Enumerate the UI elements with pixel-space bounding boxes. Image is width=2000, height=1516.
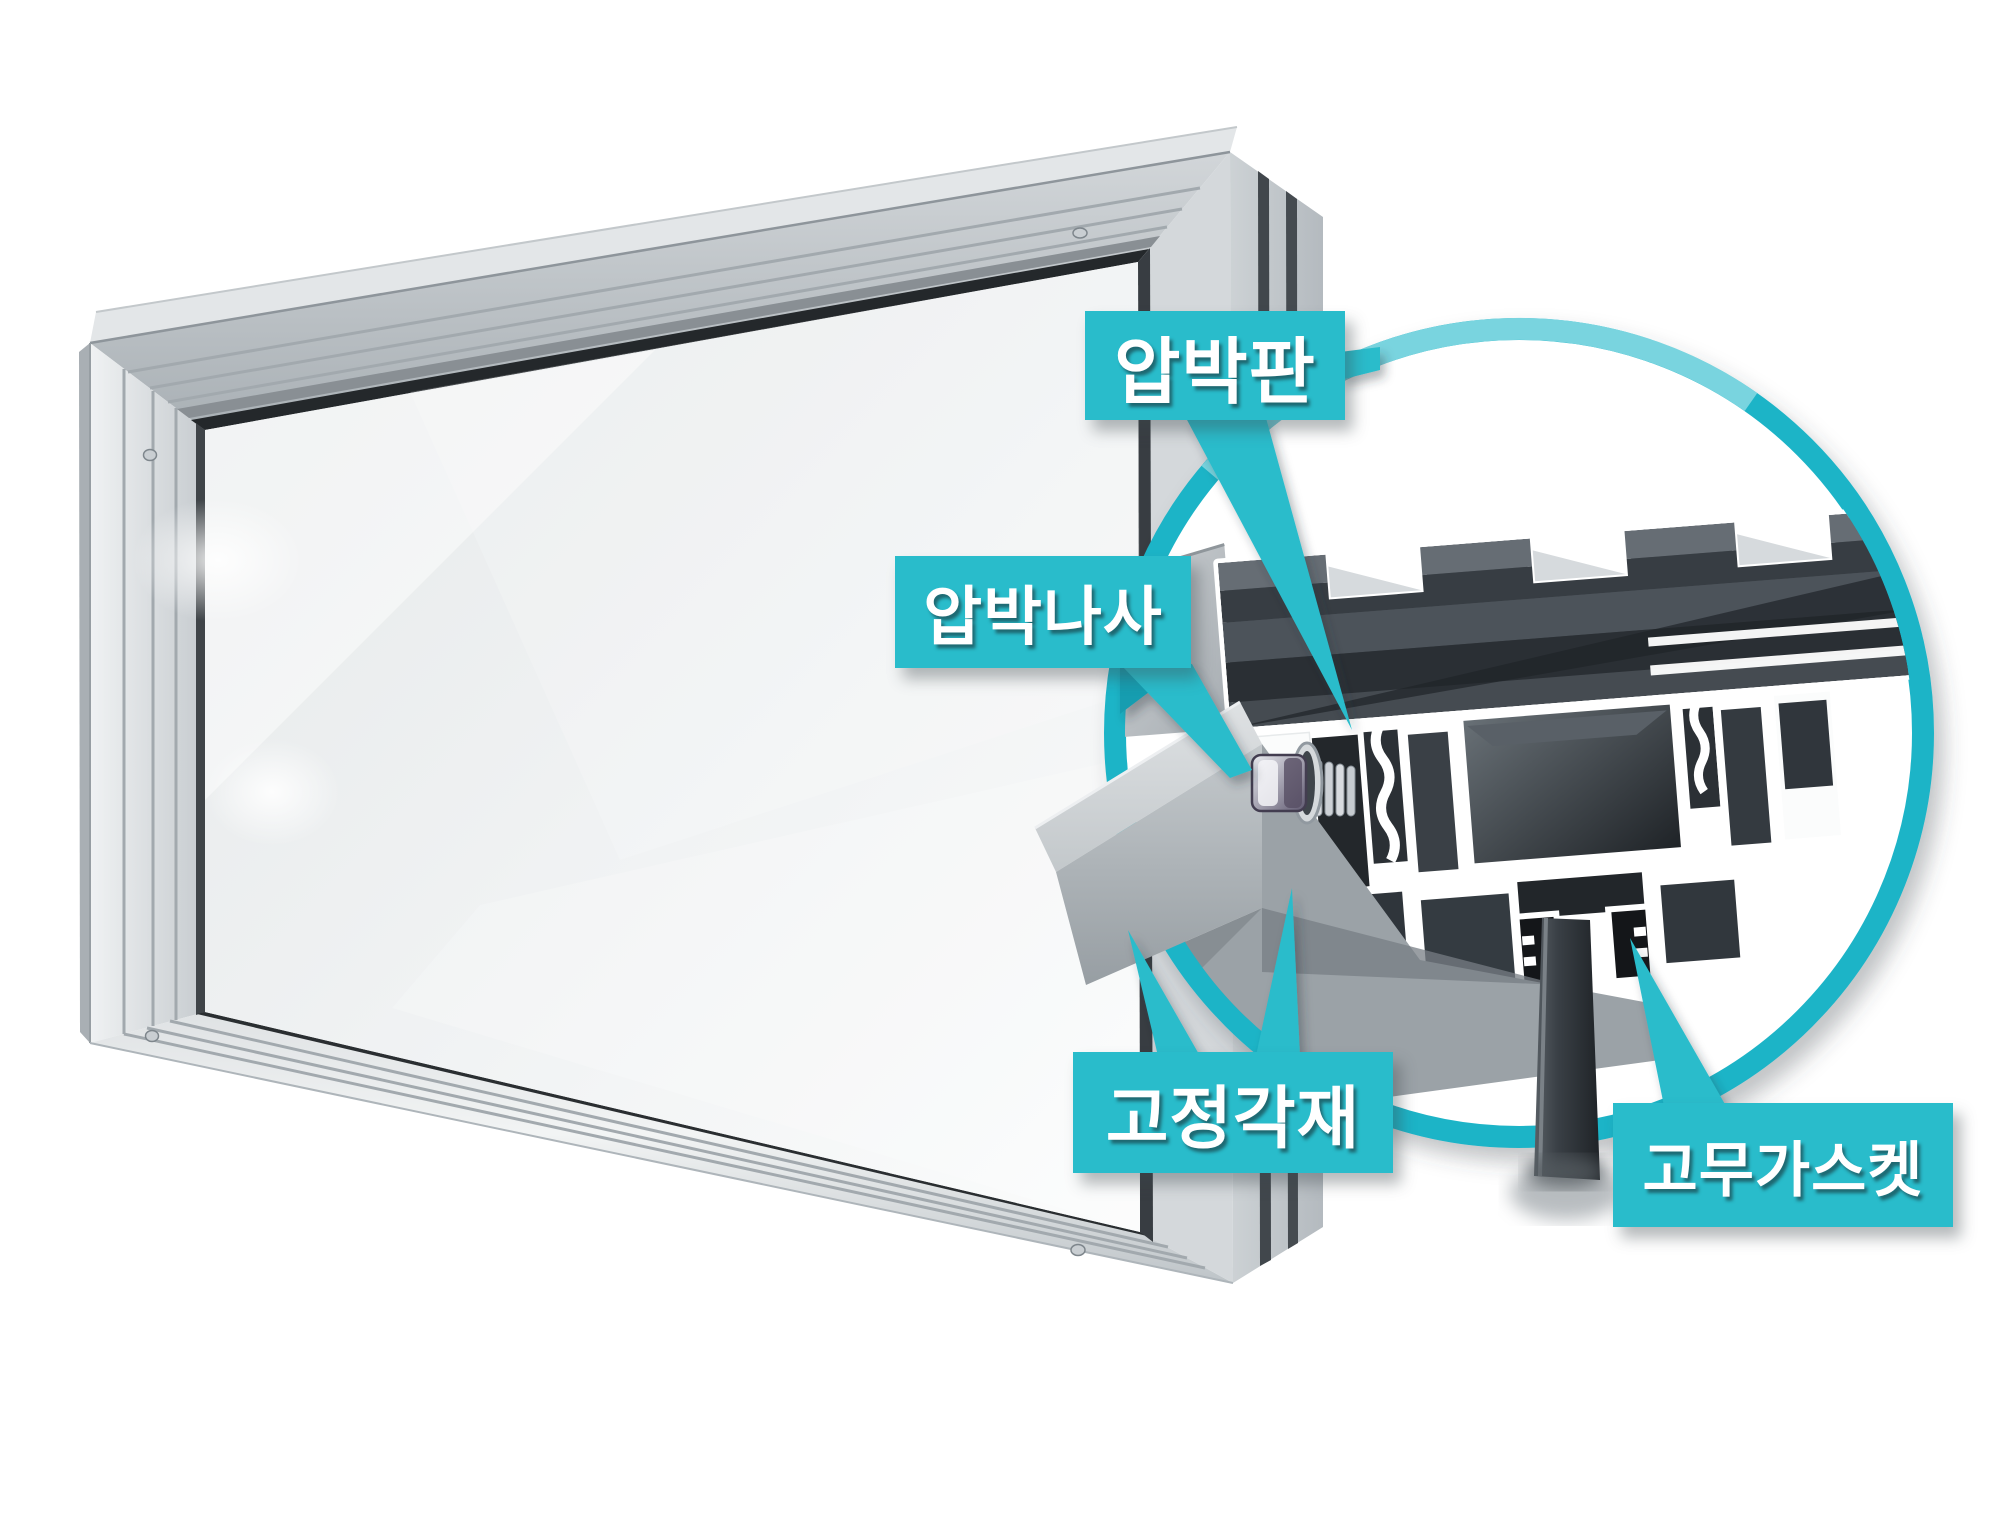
- notch-face: [1532, 550, 1626, 582]
- pointer-pressure-screw: [1120, 664, 1252, 778]
- label-rubber-gasket: 고무가스켓: [1613, 1103, 1953, 1227]
- glass-reflections: [133, 262, 1140, 1232]
- frame-top-channel: [177, 236, 1160, 418]
- thermal-break-wave: [1370, 722, 1400, 863]
- frame-screws: [142, 227, 1088, 1257]
- pointer-pressure-plate: [1186, 418, 1352, 730]
- label-pressure-screw-text: 압박나사: [923, 581, 1163, 653]
- notch-face: [1737, 534, 1831, 566]
- profile-box: [1712, 698, 1780, 855]
- label-pointers: [1120, 347, 1726, 1106]
- frame-top-back-edge: [95, 126, 1238, 313]
- frame-top-face: [90, 127, 1237, 343]
- frame-left-stile: [90, 343, 205, 1043]
- label-fixing-lumber-text: 고정각재: [1105, 1081, 1361, 1157]
- profile-box: [1399, 722, 1468, 881]
- bolt-hex-head: [1250, 753, 1308, 813]
- frame-left-side-face: [79, 343, 90, 1043]
- profile-box: [1651, 870, 1749, 972]
- label-fixing-lumber: 고정각재: [1073, 1052, 1393, 1173]
- pointer-fixing-lumber-left: [1128, 930, 1200, 1056]
- pointer-rubber-gasket: [1630, 938, 1726, 1106]
- label-pressure-plate: 압박판: [1085, 311, 1345, 420]
- label-pressure-screw: 압박나사: [895, 556, 1191, 668]
- label-rubber-gasket-text: 고무가스켓: [1642, 1136, 1924, 1204]
- frame-outer-edge-bottom: [89, 1042, 1234, 1284]
- profile-box: [1778, 699, 1834, 790]
- pointer-pressure-plate-ring: [1340, 347, 1380, 380]
- notch-face: [1328, 566, 1422, 598]
- thermal-break-wave: [1689, 699, 1710, 795]
- glazing-cavity-top: [1467, 710, 1667, 747]
- frame-outer-edge-top: [89, 150, 1231, 345]
- pointer-fixing-lumber-right: [1256, 888, 1300, 1056]
- label-pressure-plate-text: 압박판: [1114, 333, 1316, 413]
- glazing-gasket-top: [191, 249, 1149, 430]
- pressure-screw-bolt: [1250, 741, 1356, 825]
- glass-pane: [205, 262, 1140, 1232]
- frame-top-rail: [90, 152, 1230, 430]
- mullion-stem: [1510, 917, 1622, 1220]
- glazing-gasket-bottom: [197, 1012, 1147, 1236]
